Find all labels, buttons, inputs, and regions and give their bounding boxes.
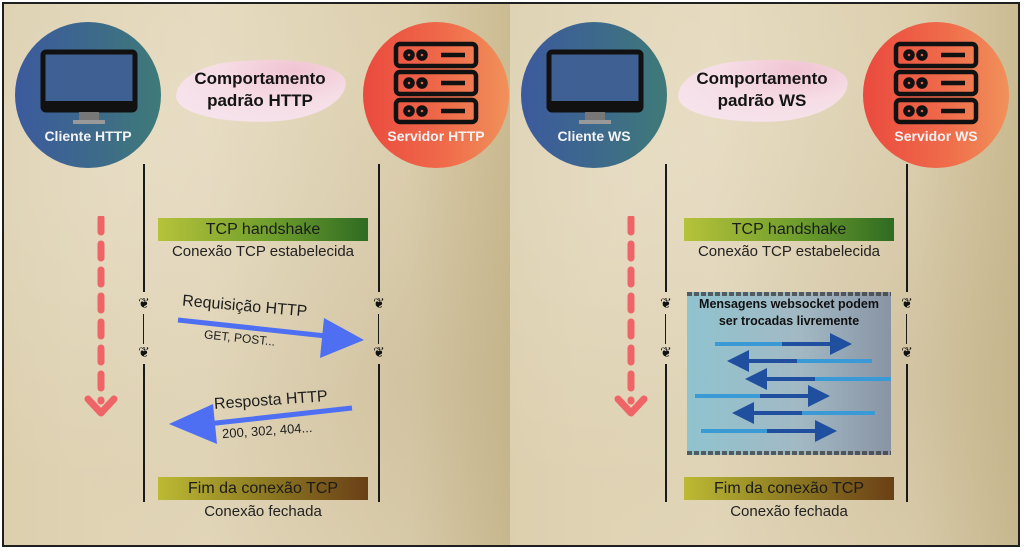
http-server-label: Servidor HTTP [387,128,485,144]
tcp-handshake-bar: TCP handshake [684,218,894,241]
ornament-icon: ❦ [901,295,913,311]
ornament-icon: ❦ [138,295,150,311]
server-lifeline [378,164,380,292]
server-lifeline [378,364,380,502]
chain-border-top [687,292,891,296]
server-icon [893,41,979,125]
server-lifeline [906,164,908,292]
ws-title: Comportamento padrão WS [662,68,862,112]
ornament-icon: ❦ [901,344,913,360]
http-title: Comportamento padrão HTTP [160,68,360,112]
client-lifeline [665,314,666,344]
ws-client-label: Cliente WS [557,128,631,144]
client-lifeline [665,164,667,292]
ornament-icon: ❦ [660,295,672,311]
http-server-node: Servidor HTTP [363,22,509,168]
monitor-icon [546,49,644,124]
time-arrow-icon [84,216,118,417]
ws-server-label: Servidor WS [894,128,978,144]
ws-panel: Cliente WS Comportamento padrão WS [510,4,1018,545]
http-title-line2: padrão HTTP [207,91,313,110]
end-caption: Conexão fechada [204,503,322,520]
websocket-message-box: Mensagens websocket podem ser trocadas l… [687,292,891,455]
client-lifeline [143,314,144,344]
server-lifeline [906,314,907,344]
server-lifeline [906,364,908,502]
end-caption: Conexão fechada [730,503,848,520]
ws-title-line2: padrão WS [717,91,807,110]
http-panel: Cliente HTTP Comportamento padrão HTTP [4,4,510,545]
request-arrow-icon [177,317,364,358]
ws-arrow-left [745,368,891,390]
tcp-end-bar: Fim da conexão TCP [158,477,368,500]
ws-message-line1: Mensagens websocket podem [699,297,879,311]
ws-arrow-left [732,402,875,424]
monitor-icon [40,49,138,124]
ws-message-title: Mensagens websocket podem ser trocadas l… [687,296,891,330]
client-lifeline [143,164,145,292]
time-arrow-icon [614,216,648,417]
ornament-icon: ❦ [660,344,672,360]
handshake-caption: Conexão TCP estabelecida [697,243,881,260]
server-lifeline [378,314,379,344]
ws-arrow-left [727,350,872,372]
http-client-node: Cliente HTTP [15,22,161,168]
ws-arrow-right [701,420,837,442]
server-icon [393,41,479,125]
ws-server-node: Servidor WS [863,22,1009,168]
http-client-label: Cliente HTTP [44,128,132,144]
ornament-icon: ❦ [138,344,150,360]
client-lifeline [665,364,667,502]
http-title-line1: Comportamento [194,69,326,88]
response-arrow-icon [169,404,353,444]
handshake-caption: Conexão TCP estabelecida [171,243,355,260]
ws-client-node: Cliente WS [521,22,667,168]
tcp-end-bar: Fim da conexão TCP [684,477,894,500]
ornament-icon: ❦ [373,295,385,311]
ornament-icon: ❦ [373,344,385,360]
ws-arrow-right [715,333,852,355]
tcp-handshake-bar: TCP handshake [158,218,368,241]
ws-message-line2: ser trocadas livremente [718,314,860,328]
ws-arrow-right [695,385,830,407]
ws-message-arrows [695,333,891,442]
client-lifeline [143,364,145,502]
chain-border-bottom [687,451,891,455]
ws-title-line1: Comportamento [696,69,828,88]
